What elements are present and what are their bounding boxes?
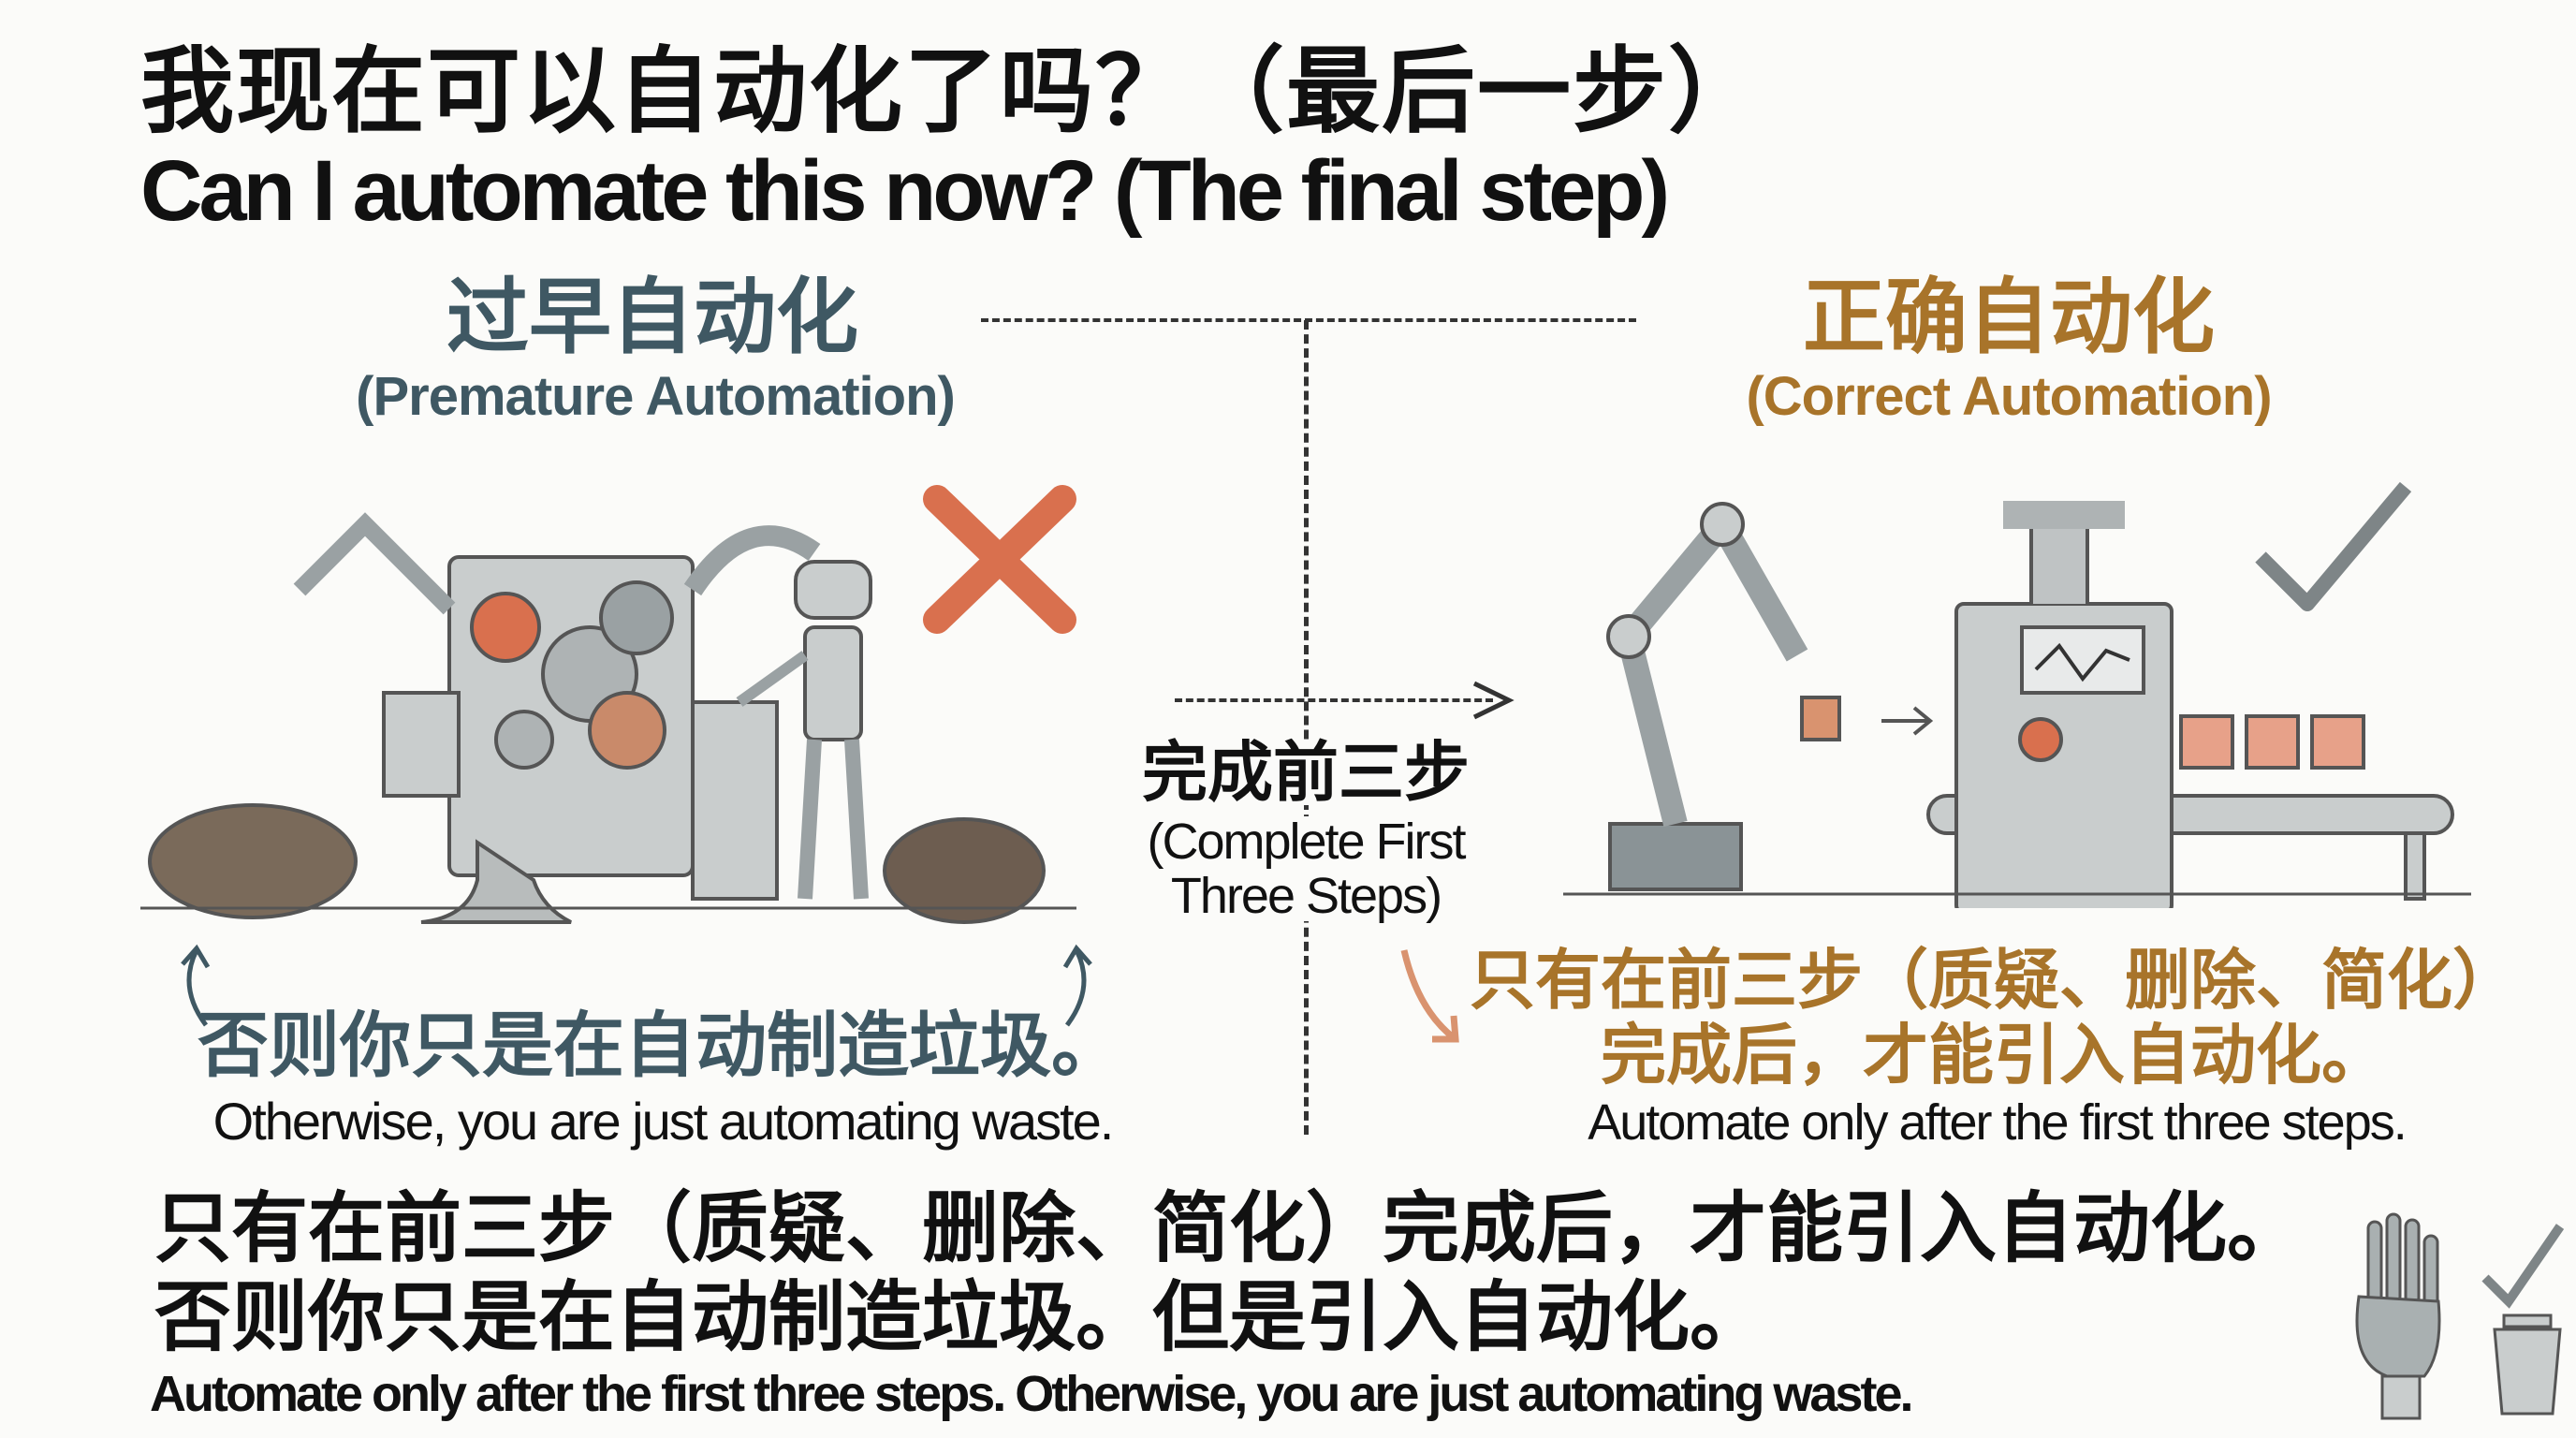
orderly-machine-illustration (1563, 501, 2471, 908)
left-heading-zh: 过早自动化 (446, 271, 859, 363)
summary-line-1: 只有在前三步（质疑、删除、简化）完成后，才能引入自动化。 (154, 1186, 2305, 1271)
title-en: Can I automate this now? (The final step… (140, 143, 1670, 239)
dashed-horizontal-line (981, 318, 1636, 322)
curved-arrow-right-icon (1062, 944, 1092, 1027)
curved-arrow-left-icon (181, 944, 211, 1027)
center-label-en-2: Three Steps) (1170, 868, 1442, 924)
dashed-vertical-divider (1304, 320, 1309, 1135)
chaotic-machine-illustration (140, 512, 1076, 924)
left-caption-en: Otherwise, you are just automating waste… (212, 1092, 1115, 1151)
check-and-trash-icon (2481, 1224, 2565, 1416)
right-caption-zh-2: 完成后，才能引入自动化。 (1601, 1019, 2387, 1092)
dashed-arrow-line (1175, 698, 1493, 702)
robot-hand-icon (2355, 1212, 2441, 1420)
left-heading-en: (Premature Automation) (356, 366, 956, 427)
summary-line-3: Automate only after the first three step… (150, 1366, 1913, 1422)
left-caption-zh: 否则你只是在自动制造垃圾。 (198, 1006, 1122, 1086)
right-caption-en: Automate only after the first three step… (1588, 1094, 2407, 1151)
right-caption-zh-1: 只有在前三步（质疑、删除、简化） (1470, 944, 2518, 1017)
title-zh: 我现在可以自动化了吗？（最后一步） (140, 39, 1764, 144)
red-x-icon (923, 485, 1076, 634)
summary-line-2: 否则你只是在自动制造垃圾。但是引入自动化。 (154, 1275, 1767, 1360)
center-label-en-1: (Complete First (1147, 814, 1467, 870)
curved-arrow-down-icon (1400, 949, 1459, 1043)
right-heading-zh: 正确自动化 (1802, 271, 2216, 363)
arrow-head-icon (1472, 681, 1515, 720)
check-mark-icon (2255, 481, 2412, 611)
right-heading-en: (Correct Automation) (1746, 366, 2272, 427)
center-label-zh: 完成前三步 (1133, 740, 1479, 805)
